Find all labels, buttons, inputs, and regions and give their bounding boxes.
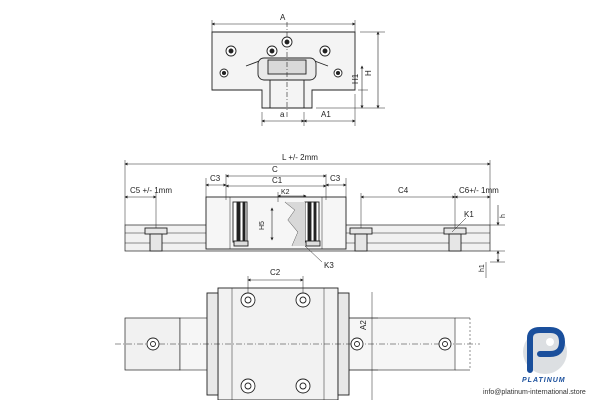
dim-C-label: C: [272, 165, 278, 174]
end-view-bolt-holes: [219, 36, 343, 78]
dim-C5-label: C5 +/- 1mm: [130, 186, 172, 195]
dim-C3-right-label: C3: [330, 174, 341, 183]
dim-a-label: a: [280, 110, 285, 119]
dim-H-label: H: [364, 70, 373, 76]
dim-K1-label: K1: [464, 210, 474, 219]
dim-H5-label: H5: [259, 221, 266, 230]
side-view-labels: L +/- 2mm C3 C C1 C3 K2 C5 +/- 1mm C4 C6…: [130, 153, 507, 272]
dim-K2-label: K2: [281, 189, 290, 196]
dim-C2-label: C2: [270, 268, 281, 277]
dim-C3-left-label: C3: [210, 174, 221, 183]
dim-C4-label: C4: [398, 186, 409, 195]
brand-name: PLATINUM: [522, 377, 566, 384]
platinum-logo: PLATINUM: [522, 327, 567, 384]
top-view-bolts: [146, 292, 452, 394]
end-view: [211, 20, 385, 126]
side-view: [124, 160, 505, 278]
side-view-rail-bolts: [144, 227, 467, 252]
dim-h1-label: h1: [479, 264, 486, 272]
dim-A2-label: A2: [359, 320, 368, 330]
dim-K3-label: K3: [324, 261, 334, 270]
dim-A1-label: A1: [321, 110, 331, 119]
dim-h-label: h: [500, 214, 507, 218]
end-view-labels: A H H1 a A1: [280, 13, 373, 119]
contact-email: info@platinum-international.store: [483, 389, 586, 396]
dim-L-label: L +/- 2mm: [282, 153, 318, 162]
top-view-labels: C2 A2: [270, 268, 368, 330]
dim-C6-label: C6+/- 1mm: [459, 186, 499, 195]
dim-H1-label: H1: [351, 73, 360, 84]
dim-A-label: A: [280, 13, 286, 22]
top-view: [115, 276, 480, 400]
dim-C1-label: C1: [272, 176, 283, 185]
